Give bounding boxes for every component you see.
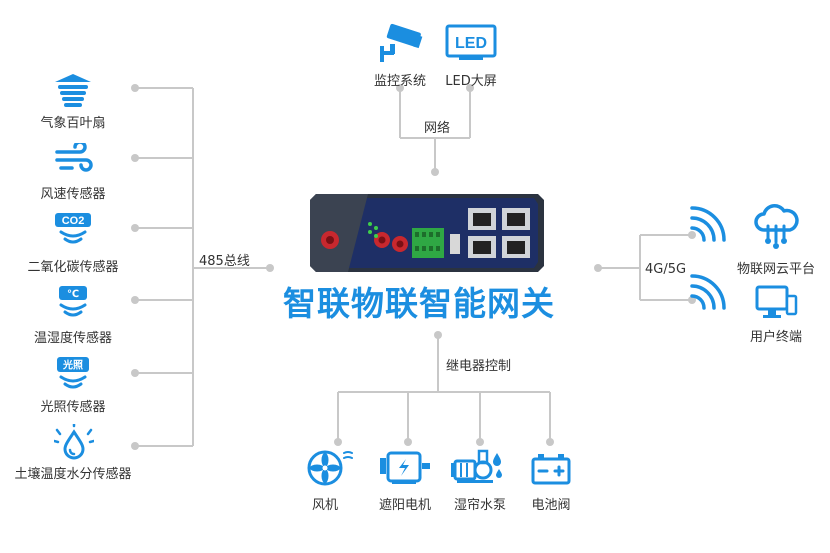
led-screen-icon: LED [445,24,497,60]
network-device-label-led: LED大屏 [445,74,497,89]
soil-moisture-icon [54,424,94,460]
co2-icon: CO2 [55,213,91,244]
network-label: 网络 [423,121,451,136]
relay-device-label-motor: 遮阳电机 [378,498,432,513]
co2-badge: CO2 [62,215,85,227]
wifi-signal-icon-bottom [690,274,726,310]
sensor-label-weather: 气象百叶扇 [40,116,106,131]
relay-device-label-valve: 电池阀 [531,498,571,513]
light-icon: 光照 [57,357,89,389]
motor-icon [380,451,430,484]
led-badge: LED [455,35,487,52]
weather-shutter-icon [55,74,91,107]
cloud-icon [754,204,799,249]
network-device-label-camera: 监控系统 [373,74,427,89]
camera-icon [380,23,423,62]
temperature-icon: ℃ [59,286,87,317]
sensor-label-wind: 风速传感器 [40,187,106,202]
relay-device-label-pump: 湿帘水泵 [453,498,507,513]
wireless-target-label-cloud: 物联网云平台 [736,262,816,277]
gateway-title: 智联物联智能网关 [283,284,555,323]
sensor-label-temperature: 温湿度传感器 [33,331,113,346]
wireless-label: 4G/5G [645,262,687,277]
bus-label: 485总线 [199,254,250,269]
battery-valve-icon [531,454,571,485]
relay-device-label-fan: 风机 [311,498,339,513]
fan-icon [307,450,353,486]
light-badge: 光照 [62,359,83,372]
sensor-label-co2: 二氧化碳传感器 [27,260,119,275]
wireless-target-label-terminal: 用户终端 [749,330,803,345]
pump-icon [451,449,502,483]
wind-icon [55,143,93,172]
router-icon [310,194,544,272]
computer-icon [755,285,798,318]
sensor-label-soil: 土壤温度水分传感器 [14,467,132,482]
temperature-badge: ℃ [67,289,79,300]
wifi-signal-icon-top [690,206,726,242]
sensor-label-light: 光照传感器 [40,400,106,415]
relay-label: 继电器控制 [446,359,512,374]
